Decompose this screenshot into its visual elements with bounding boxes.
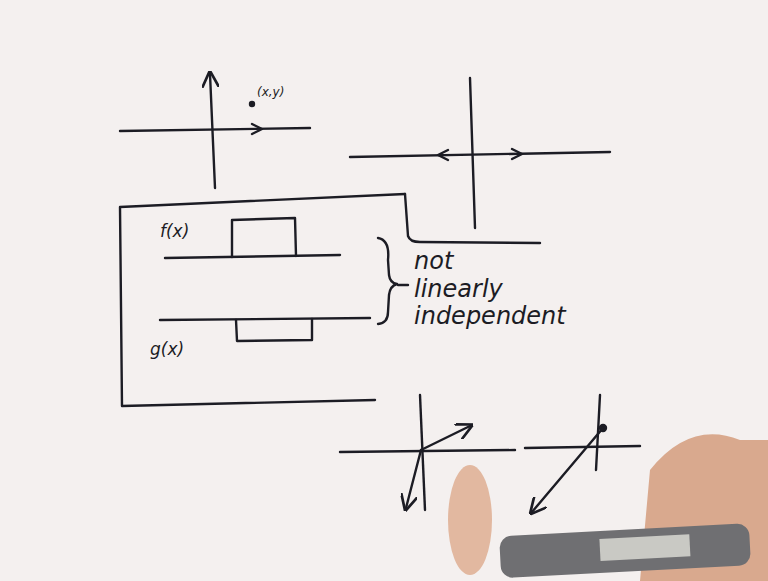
pulse-plot [165,218,340,258]
hand [448,434,768,581]
brace [378,238,397,324]
axes [525,395,640,512]
outline [120,194,405,406]
point-label: (x,y) [257,86,284,100]
axes [350,78,610,228]
axes [120,74,310,188]
dash [398,284,408,286]
pulse-plot [160,318,370,341]
function-label: f(x) [160,222,189,242]
note: not linearly independent [414,248,544,331]
outline [405,194,540,243]
function-label: g(x) [150,340,184,360]
